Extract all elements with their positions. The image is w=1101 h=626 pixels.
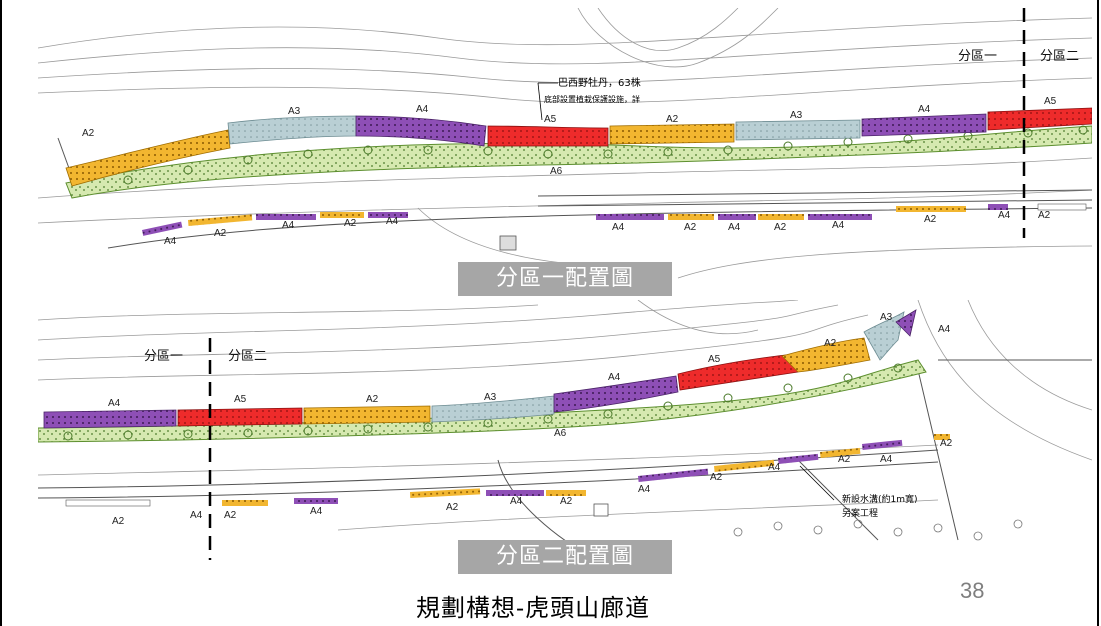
label-a4: A4 [282, 220, 295, 231]
segment-a5 [177, 407, 303, 427]
label-a2: A2 [82, 128, 95, 139]
road-lines [38, 359, 1092, 561]
contour-lines [38, 300, 1092, 531]
slide-title: 規劃構想-虎頭山廊道 [416, 594, 651, 622]
label-a4: A4 [638, 484, 651, 495]
segment-a4 [895, 309, 917, 337]
segment-a3 [735, 119, 861, 141]
segment-a4 [553, 375, 679, 413]
label-a4: A4 [510, 496, 523, 507]
segment-a5 [677, 353, 799, 391]
segment-a4 [355, 115, 487, 147]
segment-a2 [303, 405, 431, 425]
segment-a4 [43, 409, 177, 429]
segment-a3 [431, 395, 555, 423]
label-a2: A2 [684, 222, 697, 233]
label-a2: A2 [446, 502, 459, 513]
label-a2: A2 [214, 228, 227, 239]
annotation-plant: 巴西野牡丹，63株 [558, 76, 641, 89]
segment-a2 [781, 337, 871, 373]
label-a3: A3 [288, 106, 301, 117]
label-a4: A4 [612, 222, 625, 233]
label-a2: A2 [710, 472, 723, 483]
label-a2: A2 [112, 516, 125, 527]
tree-symbols [63, 363, 903, 441]
zone-two-label: 分區二 [228, 349, 267, 364]
structure-symbol [499, 235, 517, 251]
lower-strip-segments [65, 434, 950, 507]
zone-one-layout-map: 分區一 分區二 巴西野牡丹，63株 底部設置植栽保護設施，詳 A2 A3 A4 … [38, 8, 1092, 298]
zone-two-layout-map: 分區一 分區二 新設水溝(約1m寬) 另案工程 A4 A5 A2 A3 A4 A… [38, 300, 1092, 582]
segment-a5 [987, 107, 1092, 131]
label-a4: A4 [918, 104, 931, 115]
label-a5: A5 [544, 114, 557, 125]
label-a4: A4 [880, 454, 893, 465]
zone-one-map-caption: 分區一配置圖 [458, 262, 672, 296]
label-a4: A4 [938, 324, 951, 335]
label-a2: A2 [924, 214, 937, 225]
label-a4: A4 [108, 398, 121, 409]
a6-green-strip [65, 125, 1092, 199]
label-a4: A4 [190, 510, 203, 521]
label-a3: A3 [880, 312, 893, 323]
label-a2: A2 [666, 114, 679, 125]
label-a6: A6 [550, 166, 563, 177]
segment-a2 [609, 123, 735, 145]
annotation-drain: 新設水溝(約1m寬) [842, 493, 918, 505]
label-a2: A2 [224, 510, 237, 521]
label-a4: A4 [386, 216, 399, 227]
label-a2: A2 [774, 222, 787, 233]
segment-a3 [863, 311, 905, 361]
label-a4: A4 [164, 236, 177, 247]
segment-a4 [861, 113, 987, 137]
label-a2: A2 [838, 454, 851, 465]
zone-one-label: 分區一 [144, 349, 183, 364]
label-a5: A5 [708, 354, 721, 365]
label-a3: A3 [790, 110, 803, 121]
annotation-protection: 底部設置植栽保護設施，詳 [544, 94, 640, 104]
segment-a5 [487, 125, 609, 147]
label-a2: A2 [824, 338, 837, 349]
label-a4: A4 [768, 462, 781, 473]
label-a4: A4 [310, 506, 323, 517]
road-lines [57, 137, 1092, 249]
lower-strip-segments [142, 203, 1087, 236]
label-a4: A4 [416, 104, 429, 115]
zone-two-label: 分區二 [1040, 49, 1079, 64]
label-a2: A2 [940, 438, 953, 449]
zone-two-map-caption: 分區二配置圖 [458, 540, 672, 574]
tree-symbols [123, 125, 1088, 185]
label-a4: A4 [832, 220, 845, 231]
structure-symbol [593, 503, 609, 517]
label-a6: A6 [554, 428, 567, 439]
zone-one-label: 分區一 [958, 49, 997, 64]
contour-lines [38, 8, 1092, 279]
label-a2: A2 [344, 218, 357, 229]
label-a5: A5 [234, 394, 247, 405]
segment-a3 [227, 115, 357, 145]
label-a2: A2 [366, 394, 379, 405]
label-a4: A4 [998, 210, 1011, 221]
label-a4: A4 [608, 372, 621, 383]
page-number: 38 [960, 578, 985, 603]
shrub-symbols [733, 519, 1023, 541]
label-a2: A2 [1038, 210, 1051, 221]
label-a3: A3 [484, 392, 497, 403]
segment-a2 [65, 129, 231, 187]
label-a4: A4 [728, 222, 741, 233]
label-a2: A2 [560, 496, 573, 507]
annotation-separate-project: 另案工程 [842, 507, 878, 519]
label-a5: A5 [1044, 96, 1057, 107]
